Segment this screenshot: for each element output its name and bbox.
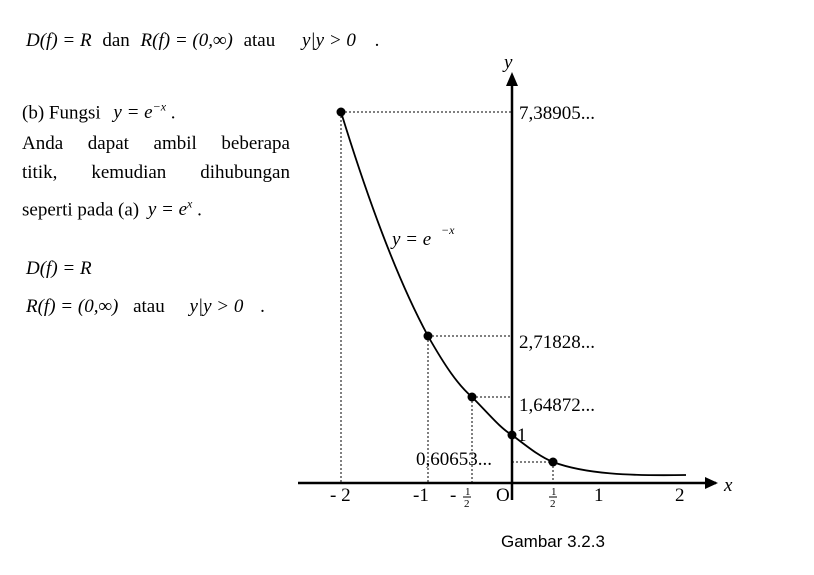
point-neghalf	[467, 392, 477, 402]
paragraph-text: seperti pada (a)	[22, 199, 140, 221]
function-exponent: x	[187, 197, 193, 211]
y-label-ehalf: 1,64872...	[519, 395, 595, 416]
x-tick-neg2: - 2	[330, 485, 351, 506]
function-exponent: −x	[152, 100, 167, 114]
x-tick-2: 2	[675, 485, 685, 506]
paragraph-line-3: seperti pada (a) y = ex .	[22, 198, 202, 219]
period: .	[197, 199, 202, 221]
range-expression: R(f) = (0,∞)	[26, 296, 119, 317]
period: .	[170, 102, 176, 124]
x-tick-neghalf-den: 2	[464, 498, 470, 510]
x-tick-neghalf-sign: -	[450, 485, 456, 506]
set-expression: y|y > 0	[189, 296, 244, 317]
y-axis-label: y	[502, 52, 513, 73]
domain-expression: D(f) = R	[26, 30, 92, 51]
paragraph-function: y = ex	[147, 197, 193, 221]
period: .	[374, 30, 380, 51]
point-half	[548, 457, 558, 467]
guide-lines	[340, 111, 554, 483]
paragraph-line-2: titik, kemudian dihubungan	[22, 162, 290, 183]
y-label-e2: 7,38905...	[519, 103, 595, 124]
conjunction-atau: atau	[243, 30, 276, 51]
curve-label: y = e	[390, 229, 431, 250]
range-expression: R(f) = (0,∞)	[140, 30, 233, 51]
part-b-label: (b) Fungsi	[22, 102, 101, 124]
x-tick-half-den: 2	[550, 498, 556, 510]
y-label-eneghalf: 0,60653...	[416, 449, 492, 470]
point-neg1	[423, 331, 433, 341]
part-b-function: y = e−x	[113, 100, 167, 124]
x-tick-1: 1	[594, 485, 604, 506]
exponential-curve	[340, 111, 687, 477]
x-tick-neg1: -1	[413, 485, 429, 506]
conjunction-atau: atau	[133, 296, 165, 317]
curve-label-exponent: −x	[441, 223, 455, 237]
paragraph-line-1: Anda dapat ambil beberapa	[22, 133, 290, 154]
x-tick-half-num: 1	[551, 486, 557, 498]
y-axis-arrow	[506, 72, 518, 86]
y-label-e1: 2,71828...	[519, 332, 595, 353]
set-expression: y|y > 0	[302, 30, 356, 51]
period: .	[260, 296, 265, 317]
domain-range-line-a: D(f) = R dan R(f) = (0,∞) atau y|y > 0 .	[26, 31, 379, 50]
origin-label: O	[496, 485, 510, 506]
point-neg2	[336, 107, 346, 117]
x-axis-arrow	[705, 477, 718, 489]
point-zero	[507, 430, 517, 440]
y-label-one: 1	[517, 425, 527, 446]
conjunction-dan: dan	[102, 30, 130, 51]
x-tick-neghalf-num: 1	[465, 486, 471, 498]
domain-expression-b: D(f) = R	[26, 258, 92, 279]
part-b-heading: (b) Fungsi y = e−x .	[22, 101, 176, 122]
function-base: y = e	[147, 199, 188, 221]
range-line-b: R(f) = (0,∞) atau y|y > 0 .	[26, 297, 265, 316]
figure-caption: Gambar 3.2.3	[501, 532, 605, 551]
function-base: y = e	[113, 102, 153, 124]
x-axis-label: x	[723, 475, 733, 496]
